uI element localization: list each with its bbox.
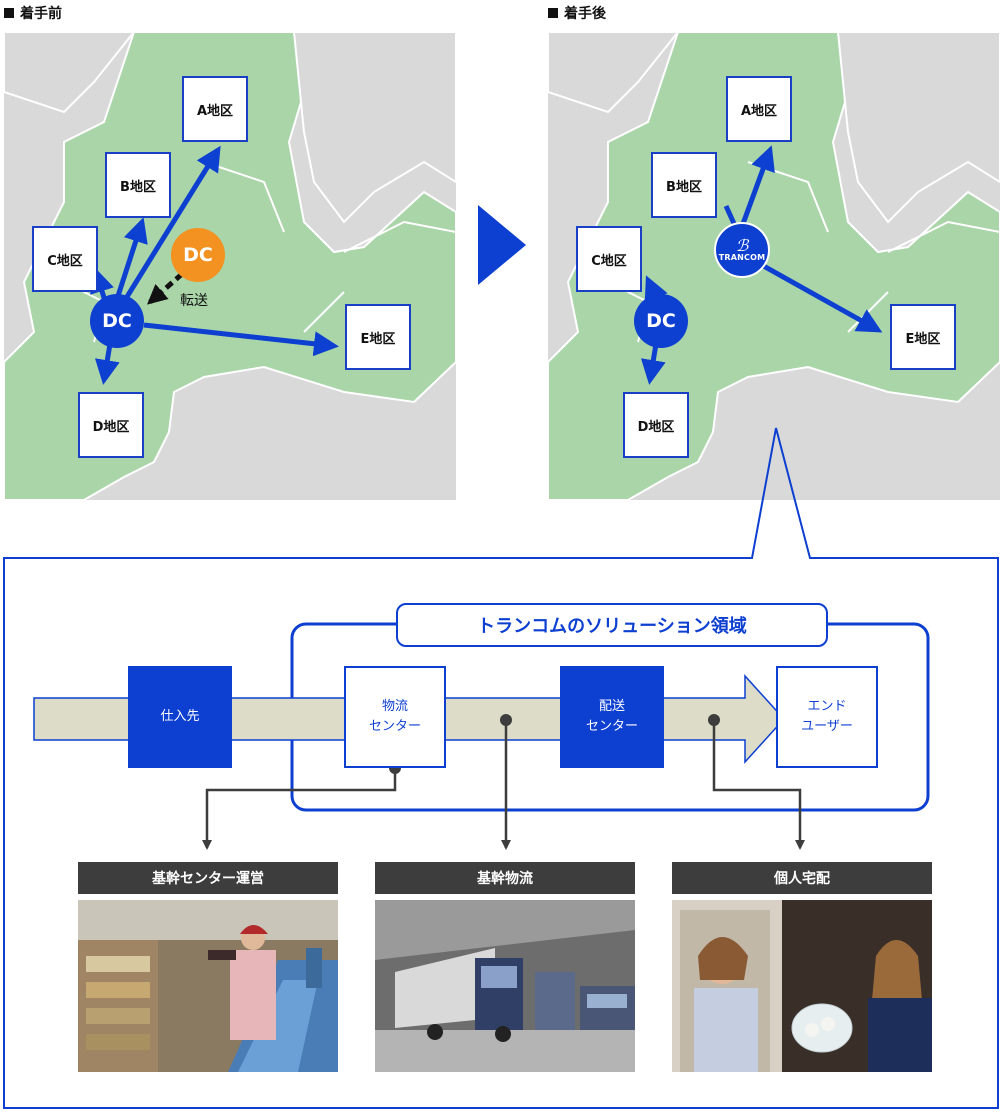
header-after: 着手後 bbox=[548, 3, 606, 23]
trucks-illustration bbox=[375, 900, 635, 1072]
dc-after: DC bbox=[634, 294, 688, 348]
trancom-wordmark: TRANCOM bbox=[718, 252, 766, 262]
district-b-after: B地区 bbox=[651, 152, 717, 218]
stage-delivery-center: 配送 センター bbox=[560, 666, 664, 768]
district-d-after: D地区 bbox=[623, 392, 689, 458]
trancom-dc-icon: ℬ TRANCOM bbox=[714, 222, 770, 278]
district-d-before: D地区 bbox=[78, 392, 144, 458]
node-dot bbox=[708, 714, 720, 726]
district-b-before: B地区 bbox=[105, 152, 171, 218]
photo-warehouse-picking bbox=[78, 900, 338, 1072]
square-icon bbox=[4, 8, 14, 18]
transfer-label: 転送 bbox=[180, 293, 208, 309]
photo-trucks bbox=[375, 900, 635, 1072]
trancom-logo-mark: ℬ bbox=[735, 235, 749, 255]
stage-end-user: エンド ユーザー bbox=[776, 666, 878, 768]
connector-core-center bbox=[202, 768, 397, 850]
district-c-after: C地区 bbox=[576, 226, 642, 292]
solution-region-title: トランコムのソリューション領域 bbox=[396, 603, 828, 647]
stage-logistics-center: 物流 センター bbox=[344, 666, 446, 768]
header-before-label: 着手前 bbox=[20, 6, 62, 22]
node-dot bbox=[500, 714, 512, 726]
header-before: 着手前 bbox=[4, 3, 62, 23]
district-e-before: E地区 bbox=[345, 304, 411, 370]
district-e-after: E地区 bbox=[890, 304, 956, 370]
service-core-center: 基幹センター運営 bbox=[78, 862, 338, 894]
dc-before-main: DC bbox=[90, 294, 144, 348]
district-c-before: C地区 bbox=[32, 226, 98, 292]
photo-home-delivery bbox=[672, 900, 932, 1072]
warehouse-illustration bbox=[78, 900, 338, 1072]
square-icon bbox=[548, 8, 558, 18]
header-after-label: 着手後 bbox=[564, 6, 606, 22]
service-home-delivery: 個人宅配 bbox=[672, 862, 932, 894]
service-core-logistics: 基幹物流 bbox=[375, 862, 635, 894]
before-after-arrow-icon bbox=[478, 205, 526, 285]
stage-supplier: 仕入先 bbox=[128, 666, 232, 768]
dc-before-transfer: DC bbox=[171, 228, 225, 282]
delivery-illustration bbox=[672, 900, 932, 1072]
district-a-after: A地区 bbox=[726, 76, 792, 142]
district-a-before: A地区 bbox=[182, 76, 248, 142]
